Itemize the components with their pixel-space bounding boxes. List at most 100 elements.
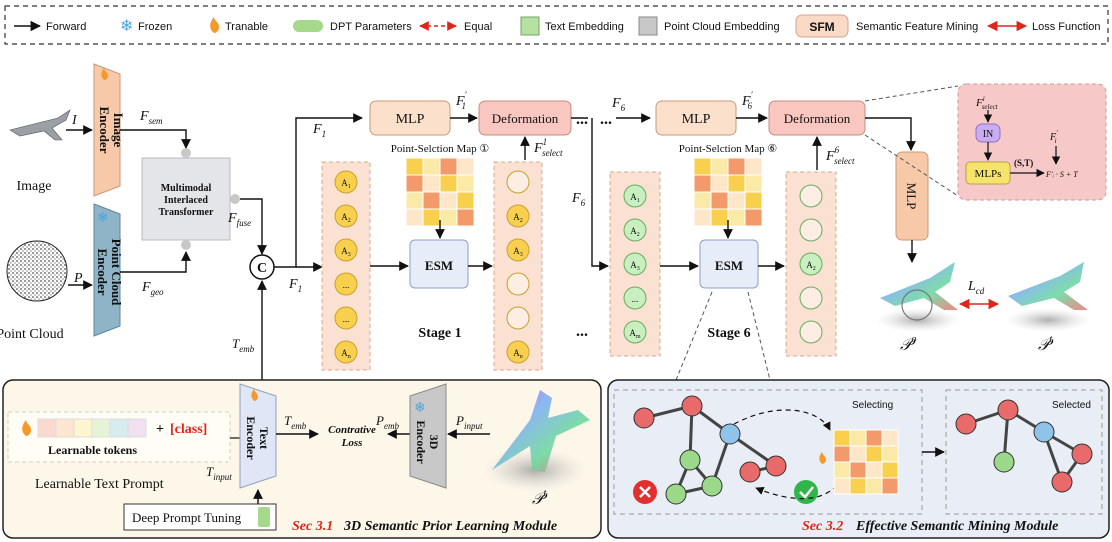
class-token: [class] — [170, 422, 207, 437]
legend-forward: Forward — [46, 21, 86, 33]
stage1-selected-token-circle — [506, 170, 530, 194]
stage6-map-cell — [744, 191, 763, 210]
module2-map-cell — [849, 461, 867, 479]
stage1-token-label: ... — [343, 314, 350, 324]
module2-map-cell — [881, 429, 899, 447]
stage6-token-circle — [623, 320, 647, 344]
legend-loss: Loss Function — [1032, 21, 1100, 33]
transformer-label-1: Multimodal — [161, 183, 212, 194]
stage1-map-cell — [439, 208, 458, 227]
legend-border — [4, 5, 1109, 45]
t-input-label: Tinput — [206, 464, 232, 482]
stage1-token-circle — [334, 170, 358, 194]
stage6-token-circle — [623, 252, 647, 276]
stage1-map-cell — [439, 157, 458, 176]
ellipsis-3: ... — [600, 111, 612, 128]
sec31-number: Sec 3.1 — [292, 519, 333, 534]
stage6-selected-token-circle — [799, 252, 823, 276]
stage1-deformation-label: Deformation — [492, 111, 559, 126]
stage1-map-cell — [405, 157, 424, 176]
f6-top-label: F6 — [611, 96, 626, 113]
stage1-token-circle — [334, 204, 358, 228]
sfm-swatch — [795, 14, 849, 38]
p-emb-label: Pemb — [375, 413, 399, 431]
module2-map-cell — [865, 461, 883, 479]
point-cloud-label: Point Cloud — [0, 327, 64, 342]
transformer-label-2: Interlaced — [164, 195, 208, 206]
module2-map-cell — [833, 445, 851, 463]
stage1-map-cell — [456, 191, 475, 210]
p-out-label: 𝒫o — [900, 334, 917, 354]
stage1-selected-token-circle — [506, 238, 530, 262]
module1-airplane — [492, 390, 590, 472]
point-cloud-encoder-label-2: Encoder — [95, 249, 110, 296]
stage6-map-cell — [727, 191, 746, 210]
selected-label: Selected — [1052, 400, 1091, 411]
stage6-map-cell — [727, 208, 746, 227]
point-cloud-sphere — [6, 240, 68, 302]
stage6-label: Stage 6 — [707, 326, 750, 341]
stage6-token-circle — [623, 184, 647, 208]
stage1-map-cell — [456, 174, 475, 193]
legend-equal: Equal — [464, 21, 492, 33]
stage6-token-label: ... — [632, 294, 639, 304]
text-encoder-box — [239, 383, 277, 489]
output-airplane — [880, 262, 958, 310]
stage6-map-cell — [693, 208, 712, 227]
module2-map-cell — [881, 445, 899, 463]
legend-text-embedding: Text Embedding — [545, 21, 624, 33]
snowflake-icon: ❄ — [120, 18, 133, 35]
module2-selection-map — [833, 429, 899, 495]
f-geo-label: Fgeo — [141, 280, 164, 297]
inset-formula: F′ᵢ · S + T — [1045, 170, 1078, 179]
stage1-token-label: A2 — [341, 212, 351, 224]
prompt-label: Learnable Text Prompt — [35, 477, 164, 492]
stage1-map-cell — [422, 208, 441, 227]
f6-to-stage6-arrow — [591, 118, 609, 271]
t-emb-label: Temb — [232, 336, 255, 354]
stage1-selected-token-circle — [506, 340, 530, 364]
stage1-token-label: A1 — [341, 178, 351, 190]
module2-map-cell — [865, 445, 883, 463]
selecting-graph — [633, 395, 787, 505]
deformation-to-mlp-arrow — [865, 117, 916, 151]
stage1-token-circle — [334, 238, 358, 262]
inset-connector-bottom — [864, 134, 959, 197]
f-geo-arrow — [120, 251, 191, 273]
image-encoder-label-2: Encoder — [97, 107, 112, 154]
airplane-image — [9, 109, 71, 141]
target-shadow — [1006, 308, 1090, 332]
transformer-port-top — [181, 148, 191, 158]
semantic-mining-module: Selecting Select — [607, 379, 1110, 539]
f6-mid-label: F6 — [571, 191, 586, 208]
flame-icon — [251, 389, 258, 401]
flame-icon — [819, 452, 826, 464]
stage1-input-column — [321, 161, 371, 371]
esm-connector-right — [747, 291, 771, 381]
legend-point-cloud-embedding: Point Cloud Embedding — [664, 21, 780, 33]
stage6-map-cell — [727, 157, 746, 176]
selecting-curve-top — [733, 409, 831, 431]
stage6-map-cell — [710, 191, 729, 210]
f6-prime-label: F′6 — [741, 90, 754, 111]
inset-in-label: IN — [983, 129, 994, 140]
f-sem-arrow — [120, 129, 191, 149]
stage1-selected-token-label: A3 — [513, 246, 523, 258]
point-cloud-encoder: ❄ Point Cloud Encoder — [93, 203, 124, 337]
stage6-token-label: Am — [629, 328, 641, 340]
module2-map-cell — [833, 477, 851, 495]
sec32-number: Sec 3.2 — [802, 519, 843, 534]
stage6-token-label: A1 — [630, 192, 640, 204]
semantic-prior-module: + [class] Learnable tokens Learnable Tex… — [2, 379, 602, 539]
ellipsis-1: ... — [576, 111, 588, 128]
deep-prompt-box — [123, 503, 277, 531]
stage6-token-label: A2 — [630, 226, 640, 238]
stage1-token-label: ... — [343, 280, 350, 290]
target-airplane — [1008, 262, 1088, 310]
stage1-token-circle — [334, 306, 358, 330]
